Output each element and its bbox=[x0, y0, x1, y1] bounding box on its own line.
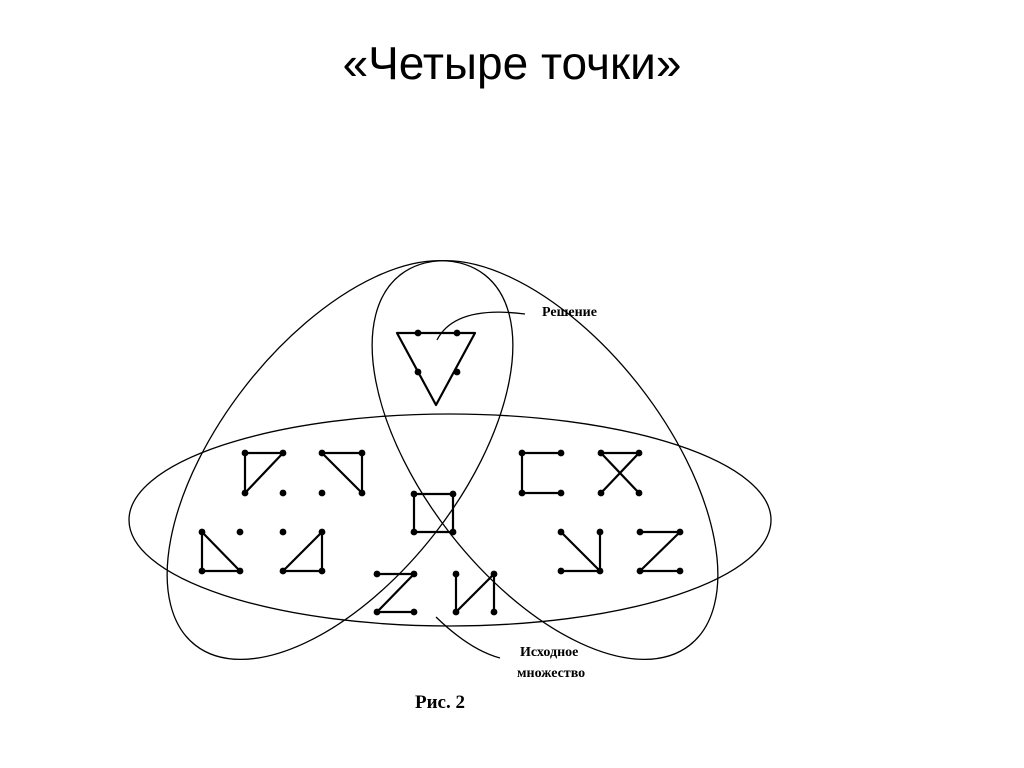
initial-set-label-line2: множество bbox=[517, 666, 585, 681]
right-figure-1 bbox=[520, 451, 563, 495]
right-figure-3 bbox=[559, 530, 602, 573]
bottom-figure-1 bbox=[375, 572, 416, 614]
set-ellipse-horizontal bbox=[128, 413, 772, 627]
left-figure-4 bbox=[281, 530, 324, 573]
solution-triangle-figure bbox=[395, 331, 477, 407]
center-square-figure bbox=[412, 492, 455, 534]
figure-caption: Рис. 2 bbox=[415, 692, 465, 713]
left-figure-2 bbox=[320, 451, 364, 495]
left-figure-1 bbox=[243, 451, 285, 495]
bottom-figure-2 bbox=[454, 572, 496, 614]
set-ellipse-right-tilt bbox=[371, 259, 719, 661]
initial-set-label-line1: Исходное bbox=[520, 645, 578, 660]
left-figure-3 bbox=[200, 530, 242, 573]
solution-label: Решение bbox=[542, 305, 597, 320]
set-ellipse-left-tilt bbox=[166, 259, 514, 661]
right-figure-4 bbox=[638, 530, 682, 573]
slide-title: «Четыре точки» bbox=[342, 37, 682, 89]
initial-set-leader-line bbox=[435, 616, 501, 659]
right-figure-2 bbox=[599, 451, 641, 495]
